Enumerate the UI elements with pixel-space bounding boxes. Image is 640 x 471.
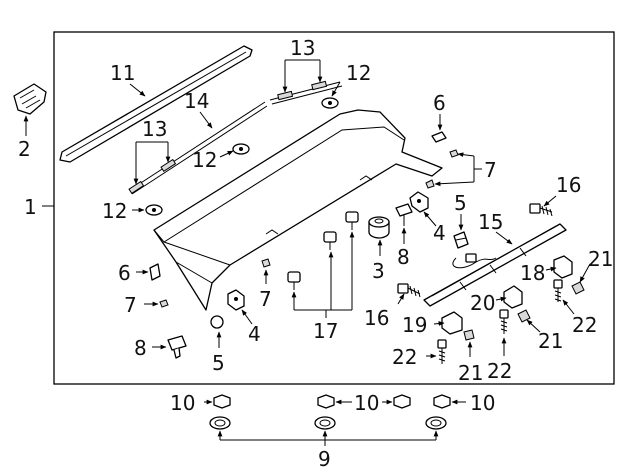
callout-7a-leader-bottom	[434, 181, 475, 187]
callout-10a: 10	[170, 391, 195, 415]
callout-21b-leader	[526, 319, 541, 333]
part-5-retainer-lower	[210, 315, 224, 329]
callout-15-leader	[495, 231, 513, 245]
part-22-bolt-right	[553, 279, 563, 302]
callout-7a: 7	[484, 158, 497, 182]
part-11-molding	[59, 45, 253, 163]
callout-16a-leader	[543, 195, 557, 207]
callout-9: 9	[318, 447, 331, 471]
callout-8a: 8	[397, 245, 410, 269]
callout-5a: 5	[454, 191, 467, 215]
callout-21c: 21	[458, 361, 483, 385]
callout-22b: 22	[487, 359, 512, 383]
part-2-clip	[13, 83, 47, 115]
part-16-screw-upper	[529, 203, 553, 217]
callout-6a: 6	[433, 91, 446, 115]
callout-1: 1	[24, 195, 37, 219]
callout-21a: 21	[588, 247, 613, 271]
callout-14-leader	[199, 111, 213, 129]
callout-12c: 12	[102, 199, 127, 223]
callout-14: 14	[184, 89, 209, 113]
callout-20-leader	[495, 296, 507, 302]
callout-17: 17	[313, 319, 338, 343]
callout-4a-leader	[423, 211, 437, 227]
callout-16a: 16	[556, 173, 581, 197]
part-18-bracket	[553, 255, 573, 279]
callout-16b: 16	[364, 306, 389, 330]
part-10-nuts	[213, 394, 451, 409]
part-21-clips	[463, 281, 585, 341]
callout-22c: 22	[392, 345, 417, 369]
callout-13b: 13	[142, 117, 167, 141]
callout-7b: 7	[259, 287, 272, 311]
part-4-bracket-upper	[409, 191, 429, 213]
part-7-clips	[159, 149, 459, 308]
callout-12b-leader	[219, 150, 234, 158]
spoiler-body	[153, 109, 443, 311]
callout-19-leader	[433, 321, 445, 326]
part-6-clip-upper	[431, 131, 447, 143]
part-13-clips-lower	[128, 158, 177, 195]
callout-12a: 12	[346, 61, 371, 85]
part-4-bracket-lower	[227, 289, 245, 311]
callout-2: 2	[18, 137, 31, 161]
callout-13a: 13	[290, 36, 315, 60]
part-22-bolt-left	[437, 339, 447, 364]
part-19-bracket	[441, 311, 463, 335]
callout-21b: 21	[538, 329, 563, 353]
callout-12b: 12	[192, 148, 217, 172]
part-13-clips-upper	[277, 80, 328, 101]
callout-7a-leader-top	[457, 152, 475, 158]
callout-7c: 7	[124, 293, 137, 317]
callout-21a-leader	[579, 263, 591, 283]
callout-22a: 22	[572, 313, 597, 337]
callout-18-leader	[545, 266, 557, 272]
callout-12a-leader	[331, 81, 341, 97]
part-15-stop-lamp	[423, 223, 567, 307]
callout-18: 18	[520, 261, 545, 285]
callout-8b: 8	[134, 336, 147, 360]
part-9-washers	[209, 416, 447, 430]
part-12-pads	[145, 97, 339, 216]
callout-16b-leader	[397, 293, 405, 305]
part-8-pin-upper	[395, 203, 413, 226]
part-8-pin-lower	[167, 335, 187, 359]
callout-5b: 5	[212, 351, 225, 375]
part-3-grommet	[368, 216, 390, 239]
part-5-retainer-upper	[453, 231, 469, 249]
part-16-screw-lower	[397, 283, 421, 298]
callout-19: 19	[402, 313, 427, 337]
part-22-bolt-middle	[499, 309, 509, 334]
callout-22a-leader	[562, 299, 575, 315]
callout-6b: 6	[118, 261, 131, 285]
callout-11: 11	[110, 61, 135, 85]
callout-11-leader	[129, 83, 146, 97]
callout-4b: 4	[248, 322, 261, 346]
callout-20: 20	[470, 291, 495, 315]
part-20-bracket	[503, 285, 523, 309]
callout-15: 15	[478, 210, 503, 234]
callout-10b: 10	[354, 391, 379, 415]
part-17-clips	[287, 211, 359, 290]
callout-4b-leader	[241, 309, 253, 325]
callout-3: 3	[372, 259, 385, 283]
assembly-frame	[53, 31, 615, 385]
part-6-clip-lower	[149, 263, 161, 281]
callout-4a: 4	[433, 221, 446, 245]
callout-10c: 10	[470, 391, 495, 415]
